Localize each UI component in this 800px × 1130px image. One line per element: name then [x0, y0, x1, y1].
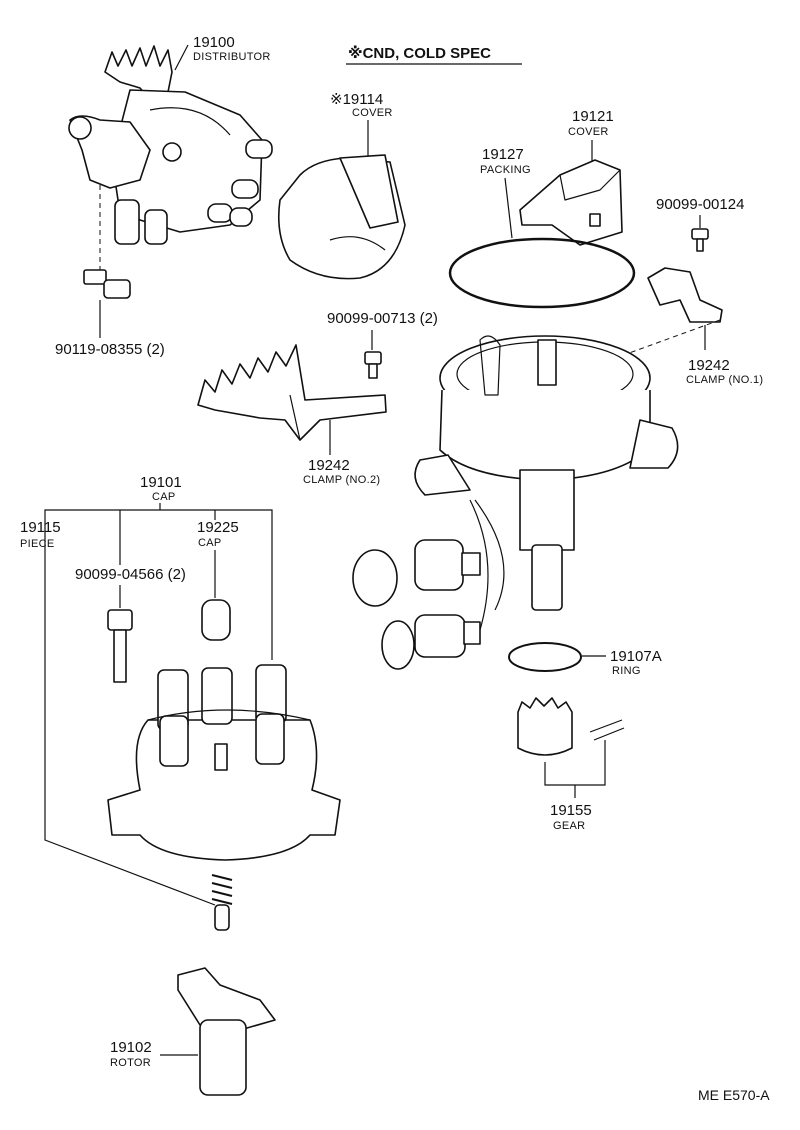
bolt-08355-illustration — [83, 269, 131, 299]
packing-name: PACKING — [480, 164, 531, 176]
clamp-no1-number: 19242 — [688, 357, 730, 374]
rotor-number: 19102 — [110, 1039, 152, 1056]
cover-number: 19121 — [572, 108, 614, 125]
piece-illustration — [211, 874, 233, 931]
screw-04566-number: 90099-04566 (2) — [75, 566, 186, 583]
ring-illustration — [508, 642, 582, 672]
cover-name: COVER — [568, 126, 609, 138]
packing-illustration — [448, 237, 636, 309]
distributor-leader — [174, 44, 189, 71]
cap-small-number: 19225 — [197, 519, 239, 536]
housing-illustration — [414, 335, 679, 631]
distributor-number: 19100 — [193, 34, 235, 51]
gear-name: GEAR — [553, 820, 585, 832]
screw-00713-number: 90099-00713 (2) — [327, 310, 438, 327]
clamp-no1-dash — [609, 319, 721, 361]
cap-small-name: CAP — [198, 537, 222, 549]
packing-leader — [504, 177, 513, 239]
clamp-no1-illustration — [647, 267, 723, 323]
cover-cold-illustration — [277, 154, 406, 280]
distributor-illustration — [68, 45, 273, 245]
gear-illustration — [517, 697, 625, 756]
piece-leader — [44, 555, 216, 906]
ring-number: 19107A — [610, 648, 662, 665]
screw-04566-illustration — [107, 609, 133, 683]
piece-number: 19115 — [20, 519, 61, 536]
cap-main-name: CAP — [152, 491, 176, 503]
cap-main-illustration — [107, 664, 341, 861]
rotor-name: ROTOR — [110, 1057, 151, 1069]
bolt-08355-number: 90119-08355 (2) — [55, 341, 165, 358]
cap-main-number: 19101 — [140, 474, 182, 491]
connector-upper-illustration — [352, 539, 481, 607]
spec-title: ※CND, COLD SPEC — [348, 44, 491, 62]
cover-illustration — [519, 159, 623, 246]
diagram-code: ME E570-A — [698, 1087, 770, 1103]
rotor-illustration — [177, 967, 276, 1096]
gear-number: 19155 — [550, 802, 592, 819]
packing-number: 19127 — [482, 146, 524, 163]
cap-small-illustration — [201, 599, 231, 641]
screw-00713-illustration — [364, 351, 382, 379]
cap-main-bracket — [44, 509, 273, 660]
clamp-no2-name: CLAMP (NO.2) — [303, 474, 380, 486]
clamp-no2-illustration — [197, 344, 387, 441]
screw-00124-number: 90099-00124 — [656, 196, 744, 213]
clamp-no1-name: CLAMP (NO.1) — [686, 374, 763, 386]
connector-lower-illustration — [381, 614, 481, 670]
ring-name: RING — [612, 665, 641, 677]
distributor-name: DISTRIBUTOR — [193, 51, 271, 63]
cover-cold-name: COVER — [352, 107, 393, 119]
screw-00124-illustration — [691, 228, 709, 252]
piece-name: PIECE — [20, 538, 55, 550]
cover-cold-number: ※19114 — [330, 91, 383, 108]
clamp-no2-number: 19242 — [308, 457, 350, 474]
